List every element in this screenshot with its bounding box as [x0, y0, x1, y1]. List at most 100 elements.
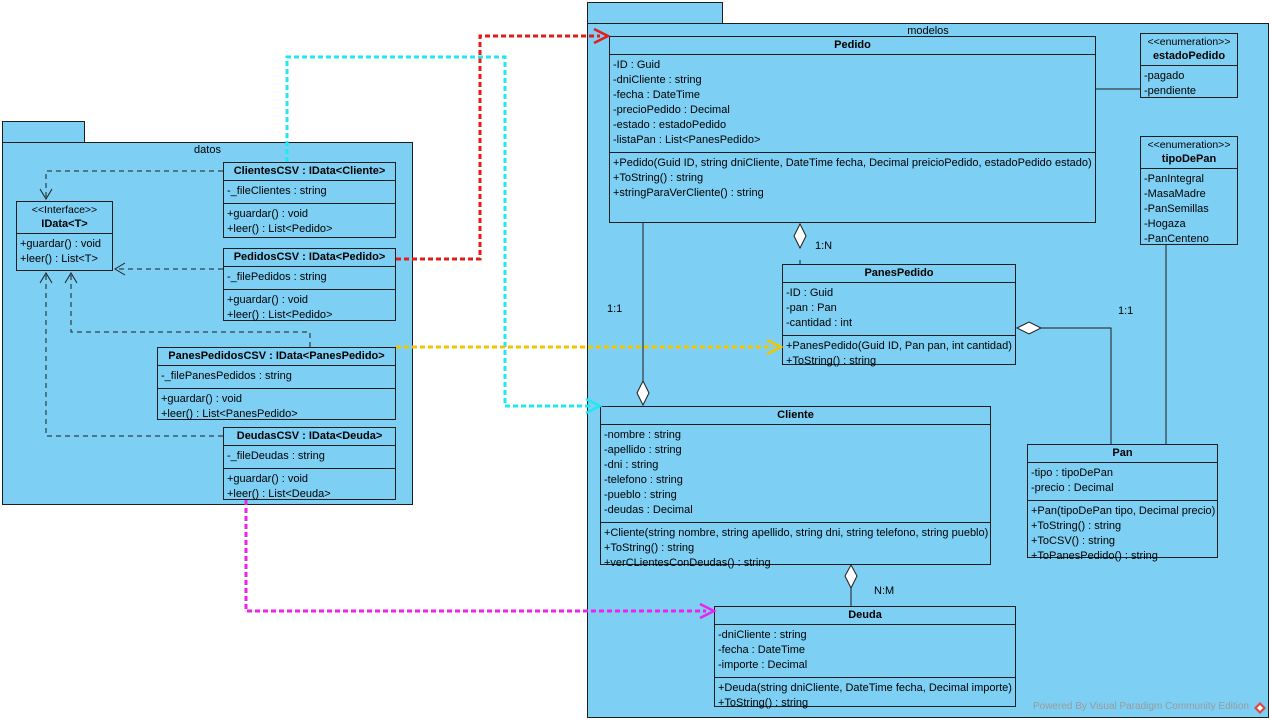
attribute: -dniCliente : string — [718, 629, 807, 641]
operation: +ToString() : string — [1031, 520, 1122, 532]
class-panes-pedidos-csv-attributes: -_filePanesPedidos : string — [158, 365, 395, 388]
enum-value: -PanCenteno — [1144, 233, 1209, 245]
powered-by-footer: Powered By Visual Paradigm Community Edi… — [1032, 701, 1249, 712]
attribute: -cantidad : int — [786, 317, 853, 329]
enum-estado-pedido[interactable]: <<enumeration>> estadoPedido -pagado -pe… — [1140, 33, 1238, 98]
class-deuda-operations: +Deuda(string dniCliente, DateTime fecha… — [715, 677, 1015, 715]
class-clientes-csv-name: ClientesCSV : IData<Cliente> — [233, 165, 386, 177]
interface-idata[interactable]: <<Interface>> IData<T> +guardar() : void… — [16, 201, 113, 271]
multiplicity-pedido-panespedido: 1:N — [815, 240, 833, 252]
operation: +Deuda(string dniCliente, DateTime fecha… — [718, 682, 1012, 694]
operation: +ToString() : string — [604, 542, 695, 554]
attribute: -_fileClientes : string — [227, 185, 327, 197]
enum-estado-pedido-stereotype: <<enumeration>> — [1147, 36, 1231, 48]
attribute: -telefono : string — [604, 474, 683, 486]
class-pedidos-csv-attributes: -_filePedidos : string — [224, 266, 395, 289]
open-arrowhead — [39, 188, 53, 200]
operation: +leer() : List<T> — [20, 253, 98, 265]
class-pedidos-csv[interactable]: PedidosCSV : IData<Pedido> -_filePedidos… — [223, 248, 396, 321]
operation: +ToString() : string — [786, 355, 877, 367]
class-deudas-csv[interactable]: DeudasCSV : IData<Deuda> -_fileDeudas : … — [223, 427, 396, 500]
attribute: -pan : Pan — [786, 302, 837, 314]
operation: +Cliente(string nombre, string apellido,… — [604, 527, 989, 539]
aggregation-diamond — [793, 222, 807, 250]
class-deuda[interactable]: Deuda -dniCliente : string -fecha : Date… — [714, 606, 1016, 709]
open-arrowhead — [64, 272, 78, 284]
class-clientes-csv[interactable]: ClientesCSV : IData<Cliente> -_fileClien… — [223, 162, 396, 238]
class-clientes-csv-operations: +guardar() : void +leer() : List<Pedido> — [224, 203, 395, 241]
package-modelos-name: modelos — [907, 25, 949, 37]
multiplicity-cliente-deuda: N:M — [874, 585, 895, 597]
class-pedidos-csv-name: PedidosCSV : IData<Pedido> — [233, 251, 386, 263]
visual-paradigm-logo-icon — [1254, 702, 1266, 714]
operation: +ToString() : string — [718, 697, 809, 709]
enum-value: -Hogaza — [1144, 218, 1186, 230]
class-cliente[interactable]: Cliente -nombre : string -apellido : str… — [600, 406, 991, 569]
operation: +leer() : List<Pedido> — [227, 223, 333, 235]
attribute: -dni : string — [604, 459, 659, 471]
attribute: -listaPan : List<PanesPedido> — [613, 134, 761, 146]
class-clientes-csv-attributes: -_fileClientes : string — [224, 180, 395, 203]
dependency-clientescsv-cliente[interactable] — [285, 55, 593, 408]
class-panes-pedido[interactable]: PanesPedido -ID : Guid -pan : Pan -canti… — [782, 264, 1016, 367]
dependency-arrowhead — [699, 602, 717, 620]
attribute: -fecha : DateTime — [613, 89, 701, 101]
class-pedido-operations: +Pedido(Guid ID, string dniCliente, Date… — [610, 152, 1095, 205]
multiplicity-panespedido-pan: 1:1 — [1118, 305, 1134, 317]
operation: +verCLientesConDeudas() : string — [604, 557, 771, 569]
operation: +ToString() : string — [613, 172, 704, 184]
operation: +Pedido(Guid ID, string dniCliente, Date… — [613, 157, 1092, 169]
operation: +guardar() : void — [20, 238, 102, 250]
class-panes-pedidos-csv-name: PanesPedidosCSV : IData<PanesPedido> — [168, 350, 385, 362]
enum-estado-pedido-name: estadoPedido — [1152, 50, 1226, 62]
class-panes-pedidos-csv[interactable]: PanesPedidosCSV : IData<PanesPedido> -_f… — [157, 347, 396, 420]
class-pedido-name: Pedido — [834, 39, 871, 51]
class-deudas-csv-attributes: -_fileDeudas : string — [224, 445, 395, 468]
enum-tipo-de-pan[interactable]: <<enumeration>> tipoDePan -PanIntegral -… — [1140, 136, 1238, 245]
realization-panespedidoscsv[interactable] — [70, 273, 311, 347]
operation: +stringParaVerCliente() : string — [613, 187, 764, 199]
operation: +Pan(tipoDePan tipo, Decimal precio) — [1031, 505, 1216, 517]
class-panes-pedidos-csv-operations: +guardar() : void +leer() : List<PanesPe… — [158, 388, 395, 426]
class-deudas-csv-name: DeudasCSV : IData<Deuda> — [236, 430, 383, 442]
class-pan[interactable]: Pan -tipo : tipoDePan -precio : Decimal … — [1027, 444, 1218, 562]
realization-clientescsv[interactable] — [45, 170, 223, 199]
enum-value: -PanIntegral — [1144, 173, 1204, 185]
realization-deudascsv[interactable] — [45, 273, 223, 437]
attribute: -pueblo : string — [604, 489, 677, 501]
class-deuda-attributes: -dniCliente : string -fecha : DateTime -… — [715, 624, 1015, 677]
aggregation-diamond — [636, 379, 650, 407]
attribute: -fecha : DateTime — [718, 644, 806, 656]
open-arrowhead — [39, 272, 53, 284]
enum-tipo-de-pan-values: -PanIntegral -MasaMadre -PanSemillas -Ho… — [1141, 168, 1237, 251]
class-pedido[interactable]: Pedido -ID : Guid -dniCliente : string -… — [609, 36, 1096, 223]
operation: +guardar() : void — [161, 393, 243, 405]
attribute: -deudas : Decimal — [604, 504, 693, 516]
multiplicity-pedido-cliente: 1:1 — [607, 303, 623, 315]
class-pan-operations: +Pan(tipoDePan tipo, Decimal precio) +To… — [1028, 500, 1217, 568]
interface-idata-stereotype: <<Interface>> — [31, 204, 98, 216]
attribute: -importe : Decimal — [718, 659, 808, 671]
aggregation-panespedido-pan[interactable] — [1041, 327, 1112, 444]
attribute: -ID : Guid — [613, 59, 661, 71]
enum-tipo-de-pan-stereotype: <<enumeration>> — [1147, 139, 1231, 151]
dependency-arrowhead — [585, 397, 603, 415]
dependency-deudascsv-deuda[interactable] — [244, 500, 706, 613]
class-cliente-attributes: -nombre : string -apellido : string -dni… — [601, 424, 990, 522]
attribute: -apellido : string — [604, 444, 682, 456]
attribute: -tipo : tipoDePan — [1031, 467, 1113, 479]
attribute: -estado : estadoPedido — [613, 119, 727, 131]
enum-estado-pedido-values: -pagado -pendiente — [1141, 65, 1237, 103]
operation: +leer() : List<PanesPedido> — [161, 408, 298, 420]
class-pedido-attributes: -ID : Guid -dniCliente : string -fecha :… — [610, 54, 1095, 152]
dependency-arrowhead — [593, 27, 611, 45]
class-panes-pedido-attributes: -ID : Guid -pan : Pan -cantidad : int — [783, 282, 1015, 335]
operation: +PanesPedido(Guid ID, Pan pan, int canti… — [786, 340, 1012, 352]
dependency-pedidoscsv-pedido[interactable] — [396, 34, 600, 261]
operation: +leer() : List<Pedido> — [227, 309, 333, 321]
operation: +ToPanesPedido() : string — [1031, 550, 1158, 562]
attribute: -precioPedido : Decimal — [613, 104, 730, 116]
package-datos-name: datos — [194, 144, 221, 156]
operation: +ToCSV() : string — [1031, 535, 1116, 547]
